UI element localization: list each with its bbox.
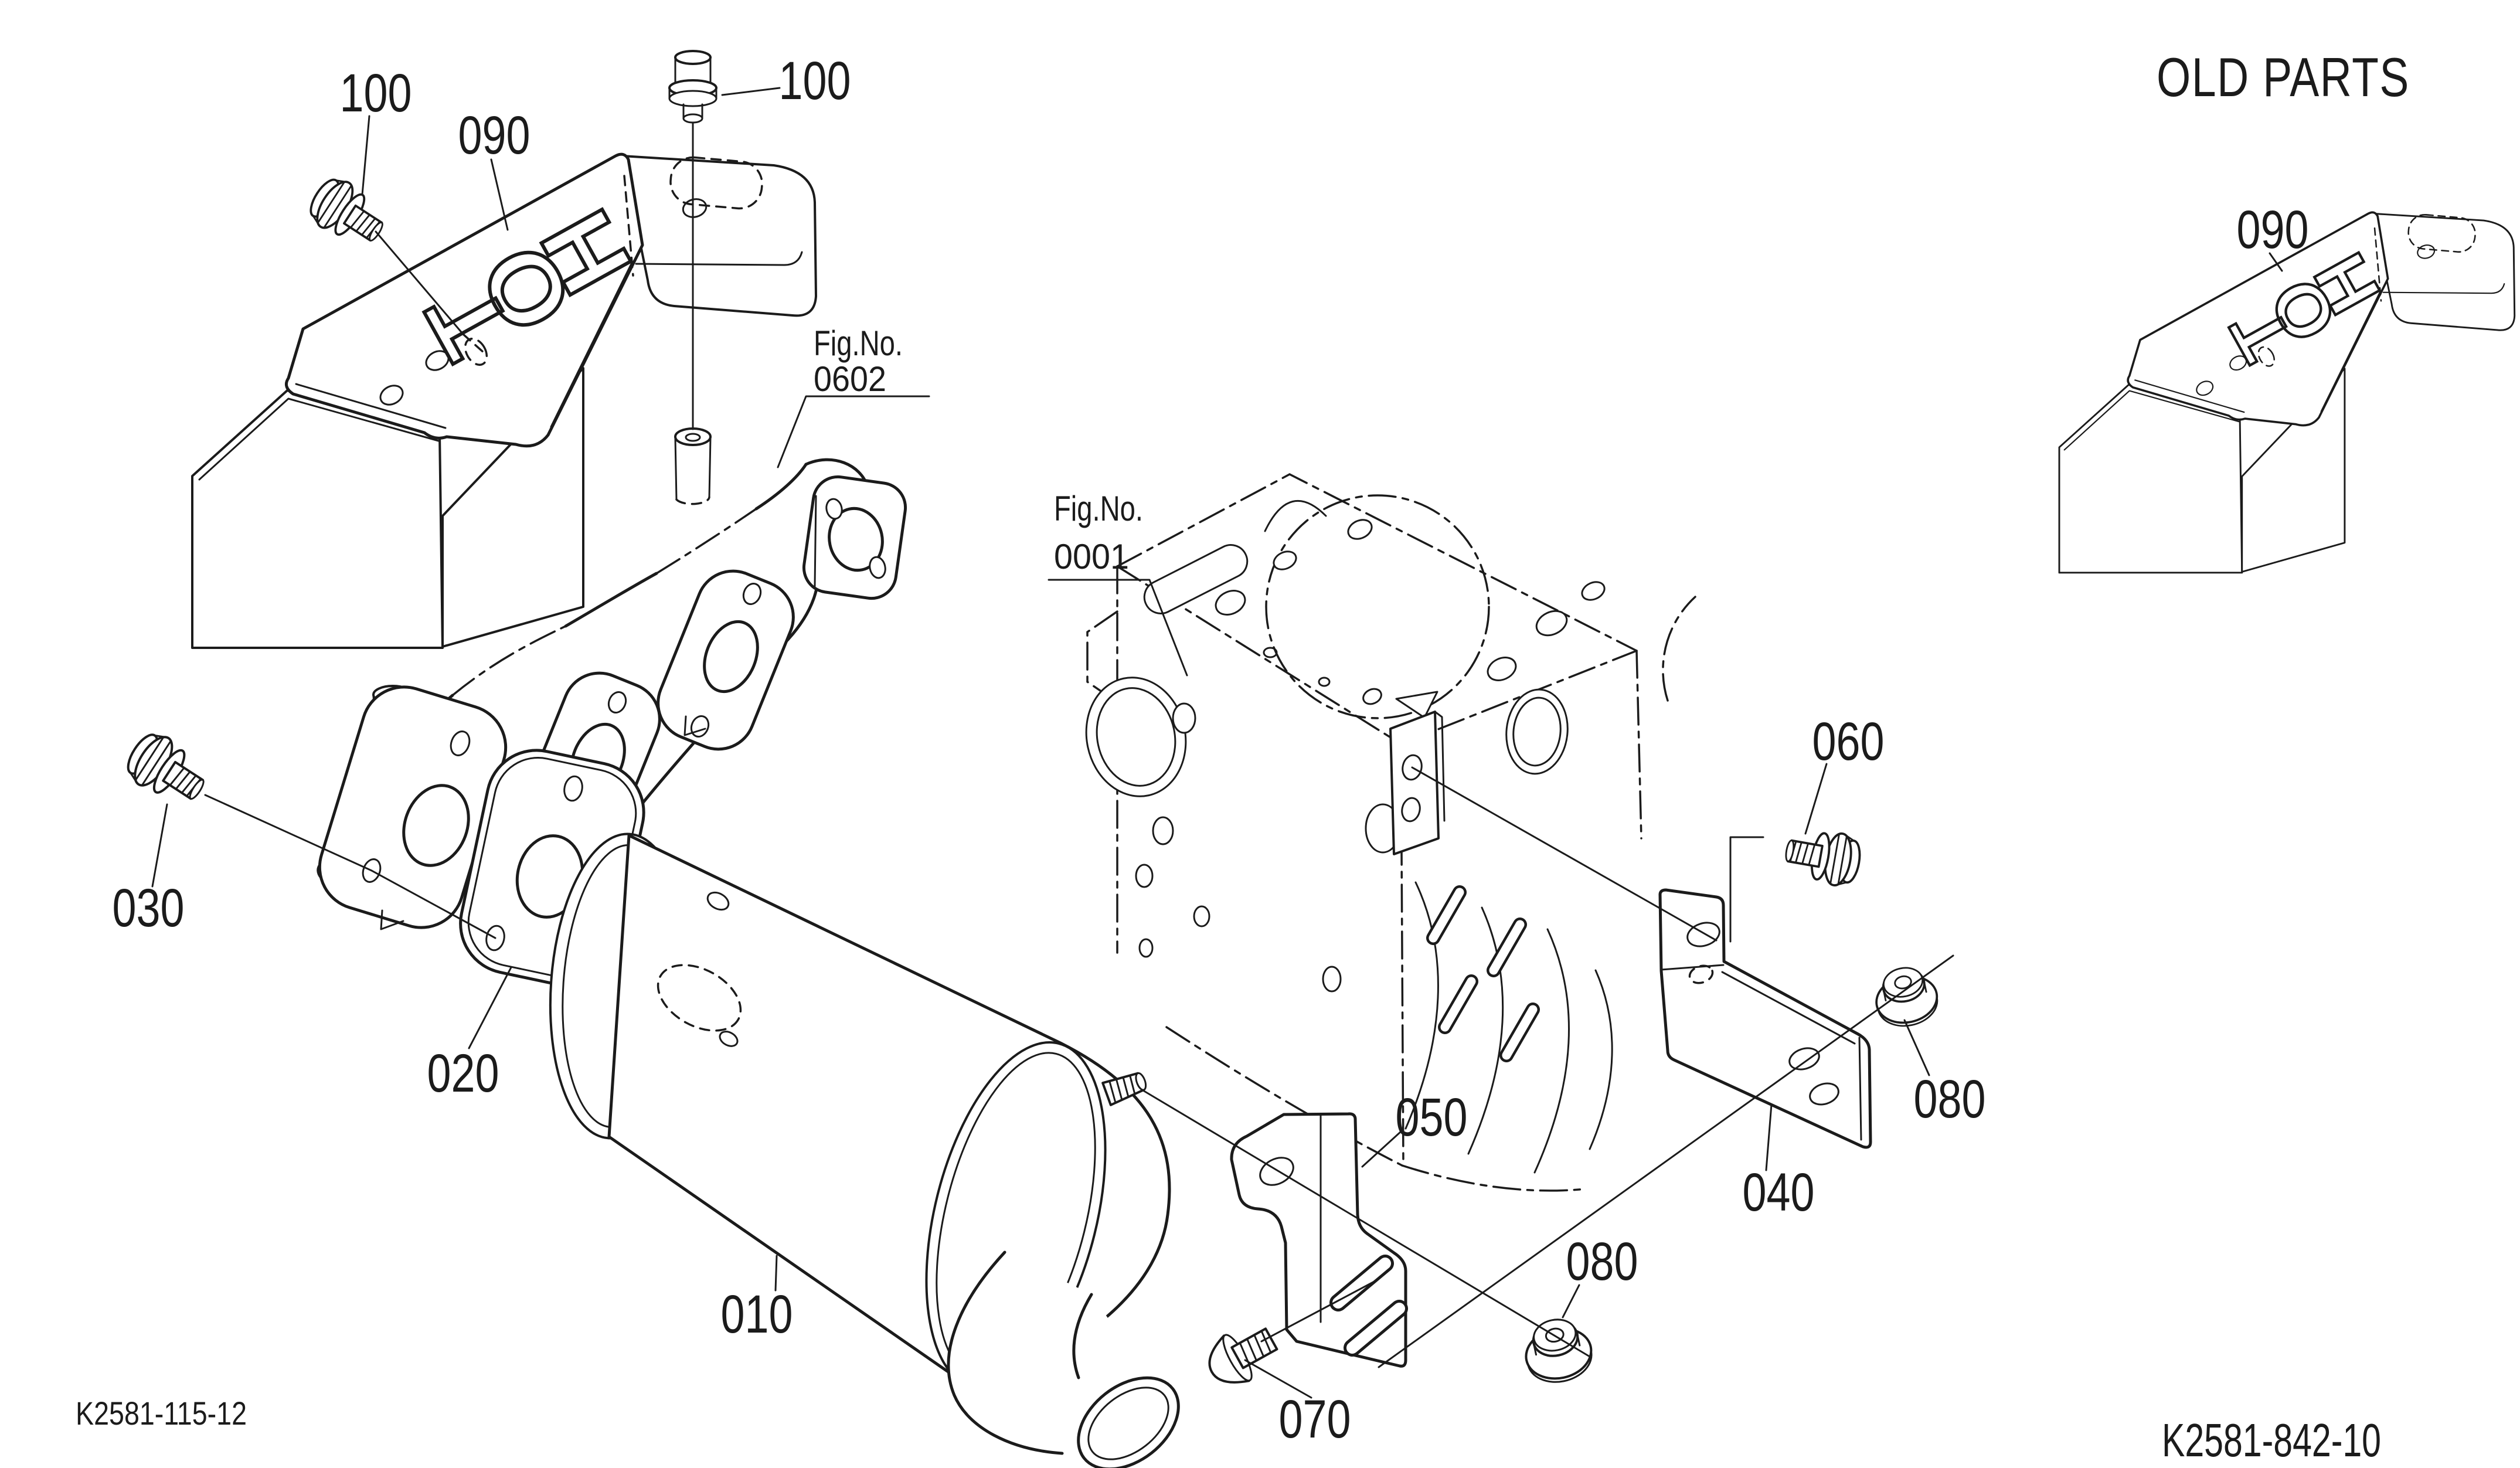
- bolt-100-left: [301, 170, 395, 257]
- fig-ref-0001: Fig.No. 0001: [1048, 489, 1188, 677]
- callout-leader: [2269, 252, 2283, 272]
- bolt-060: [1781, 823, 1865, 891]
- fig-ref-leader: [777, 395, 930, 468]
- part-number-label: 040: [1743, 1163, 1815, 1222]
- manifold-stud-boss-right: [674, 427, 712, 505]
- callout-leader: [1361, 1130, 1402, 1168]
- callout-leader: [1562, 1284, 1580, 1319]
- callout-leader: [468, 966, 512, 1049]
- callout-leader: [1765, 1103, 1773, 1171]
- block-rib-slots: [1426, 885, 1540, 1062]
- muffler-stay-040: [1658, 888, 1872, 1149]
- part-number-label: 080: [1914, 1069, 1986, 1129]
- fig-ref-number: 0602: [814, 359, 886, 399]
- part-number-label: 010: [721, 1284, 793, 1344]
- block-left-face: [1085, 677, 1210, 958]
- muffler-stay-050: [1230, 1112, 1408, 1368]
- fig-ref-0602: Fig.No. 0602: [777, 324, 930, 468]
- muffler-outlet-pipe: [947, 1250, 1180, 1468]
- callout-leader: [151, 803, 168, 888]
- fig-ref-label: Fig.No.: [1054, 489, 1143, 528]
- part-number-label: 090: [458, 106, 530, 165]
- callout-leader: [1244, 1359, 1312, 1399]
- part-number-label: 080: [1566, 1232, 1638, 1292]
- doc-code-left: K2581-115-12: [76, 1395, 247, 1432]
- heat-shield-090: HOT: [191, 152, 817, 649]
- manifold-outlet-flange: [802, 475, 907, 600]
- doc-code-right: K2581-842-10: [2162, 1414, 2381, 1466]
- block-mounting-tab: [1389, 711, 1446, 855]
- engine-block-reference: [1085, 473, 1696, 1192]
- bolt-030: [118, 725, 216, 816]
- part-number-label: 100: [340, 63, 412, 123]
- part-number-label: 100: [779, 51, 851, 111]
- old-parts-title: OLD PARTS: [2157, 46, 2410, 108]
- callout-leader: [721, 87, 781, 96]
- fig-ref-label: Fig.No.: [814, 324, 903, 363]
- part-number-label: 020: [427, 1044, 499, 1103]
- manifold-flange-3: [657, 569, 795, 751]
- fig-ref-leader: [1048, 579, 1188, 677]
- assembly-axis-lines: [204, 122, 1954, 1368]
- part-callouts: 100 090 100 030 020 010 050 070 080 040 060 080 090: [113, 51, 2309, 1449]
- muffler-010: [549, 832, 1180, 1468]
- block-top-holes: [1143, 499, 1606, 719]
- part-number-label: 050: [1396, 1088, 1468, 1147]
- part-number-label: 030: [113, 878, 185, 938]
- part-number-label: 070: [1279, 1389, 1351, 1449]
- block-front-face: [1322, 688, 1613, 1174]
- bolt-100-top: [668, 50, 717, 124]
- bolt-070: [1208, 1327, 1278, 1384]
- callout-leader: [490, 158, 509, 231]
- fig-ref-number: 0001: [1054, 537, 1129, 576]
- callout-leader: [1804, 763, 1828, 835]
- cylinder-bore: [1265, 494, 1490, 719]
- nut-080-right: [1869, 961, 1943, 1033]
- nut-080-bottom: [1518, 1312, 1598, 1389]
- callout-leader: [774, 1255, 778, 1292]
- part-number-label: 060: [1812, 712, 1885, 772]
- part-number-label: 090: [2237, 200, 2309, 260]
- old-heat-shield-090: [2059, 212, 2515, 573]
- callout-leader: [361, 115, 370, 196]
- callout-leader: [1903, 1019, 1930, 1076]
